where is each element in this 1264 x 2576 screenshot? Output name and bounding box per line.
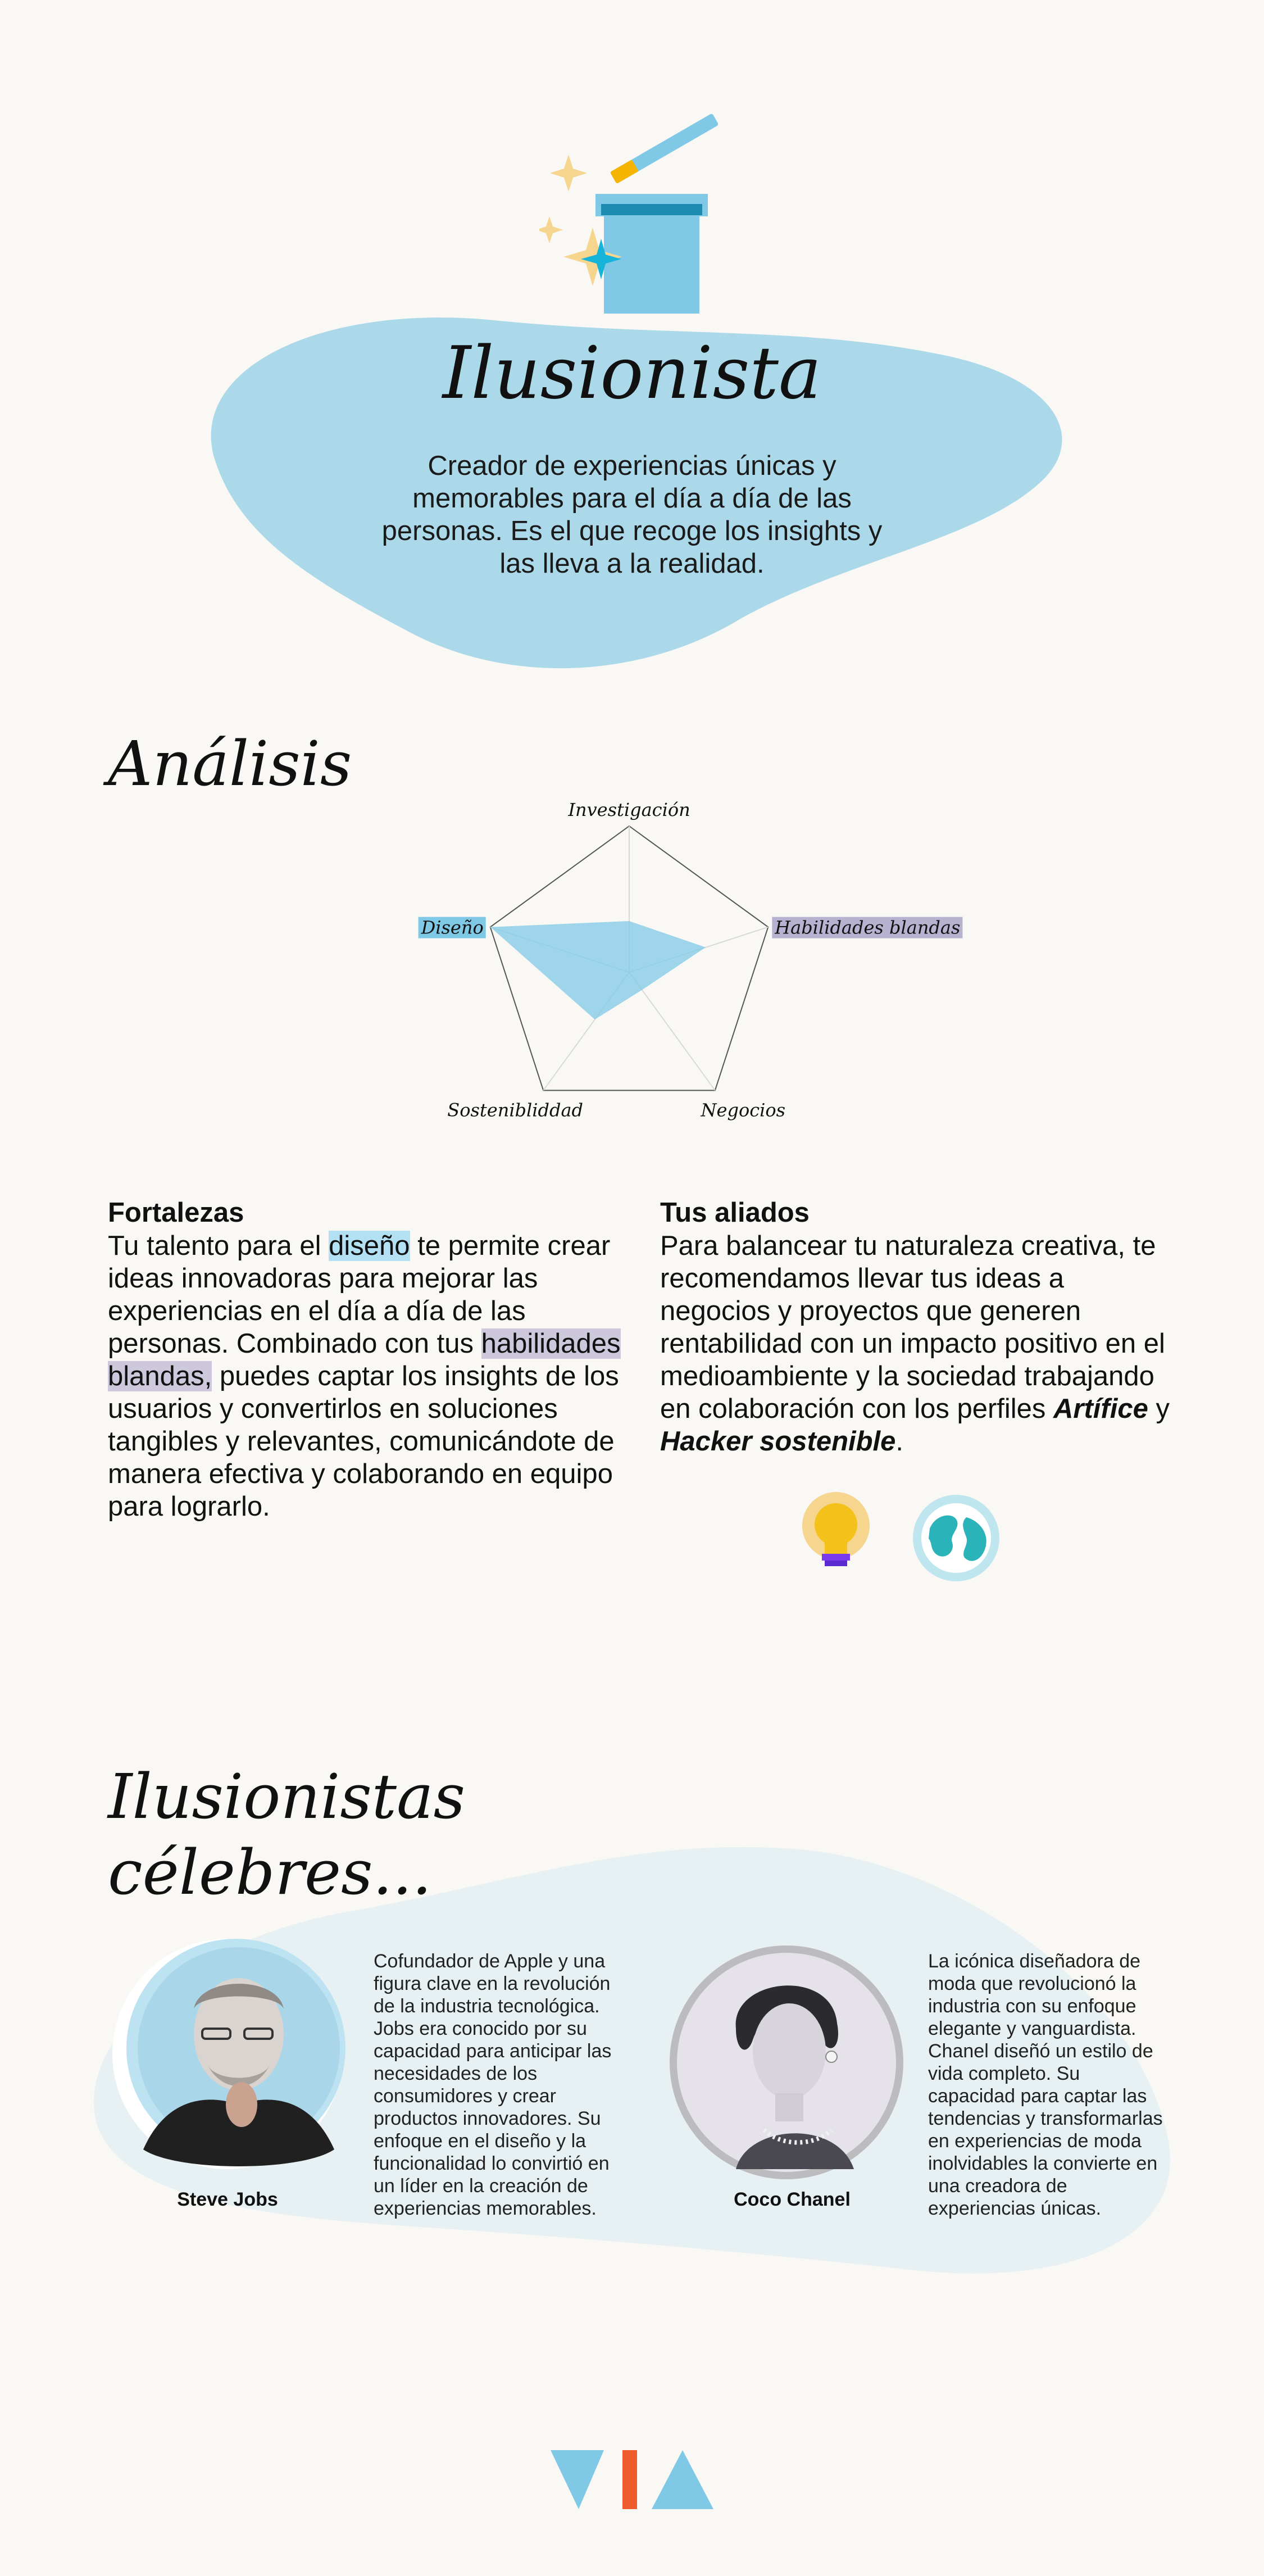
- highlight-diseno: diseño: [329, 1231, 410, 1261]
- person-name: Steve Jobs: [177, 2189, 278, 2210]
- hero-description: Creador de experiencias únicas y memorab…: [381, 451, 883, 579]
- analysis-title: Análisis: [108, 728, 352, 800]
- famous-blob: [93, 1847, 1170, 2274]
- radar-outline: [489, 825, 769, 1091]
- allies-text: Para balancear tu naturaleza creativa, t…: [660, 1230, 1177, 1458]
- coco-chanel-portrait: [670, 1945, 903, 2179]
- radar-axis-label: Investigación: [567, 799, 690, 820]
- strengths-text-2: te permite crear ideas innovadoras para …: [108, 1231, 611, 1359]
- steve-jobs-portrait: [112, 1939, 345, 2169]
- magic-box-icon: [539, 114, 719, 314]
- radar-axis-label: Habilidades blandas: [774, 917, 960, 938]
- strengths-heading: Fortalezas: [108, 1198, 244, 1228]
- person-bio: La icónica diseñadora de moda que revolu…: [928, 1951, 1163, 2219]
- radar-area: [490, 921, 706, 1020]
- radar-spoke: [629, 972, 716, 1091]
- radar-axis-label: Diseño: [421, 917, 484, 938]
- lightbulb-icon: [802, 1492, 870, 1566]
- strengths-text: Tu talento para el diseño te permite cre…: [108, 1230, 625, 1523]
- allies-text-1: Para balancear tu naturaleza creativa, t…: [660, 1231, 1165, 1424]
- radar-axis-label: Sostenibliddad: [447, 1099, 583, 1121]
- allies-text-2: y: [1148, 1394, 1170, 1424]
- radar-label-highlight: [418, 917, 486, 938]
- person-bio: Cofundador de Apple y una figura clave e…: [374, 1951, 612, 2219]
- strengths-text-1: Tu talento para el: [108, 1231, 329, 1261]
- hero-blob: [211, 318, 1062, 669]
- radar-label-highlight: [772, 917, 963, 938]
- allies-text-3: .: [895, 1426, 904, 1457]
- famous-title: Ilusionistas célebres...: [108, 1761, 466, 1908]
- strengths-text-3: puedes captar los insights de los usuari…: [108, 1361, 619, 1522]
- page-title: Ilusionista: [442, 332, 822, 415]
- allies-heading: Tus aliados: [660, 1198, 810, 1228]
- ally-artifice: Artífice: [1053, 1394, 1148, 1424]
- ally-hacker: Hacker sostenible: [660, 1426, 896, 1457]
- globe-icon: [913, 1495, 999, 1581]
- person-name: Coco Chanel: [734, 2189, 851, 2210]
- radar-axis-label: Negocios: [701, 1099, 786, 1121]
- via-logo: [551, 2450, 713, 2509]
